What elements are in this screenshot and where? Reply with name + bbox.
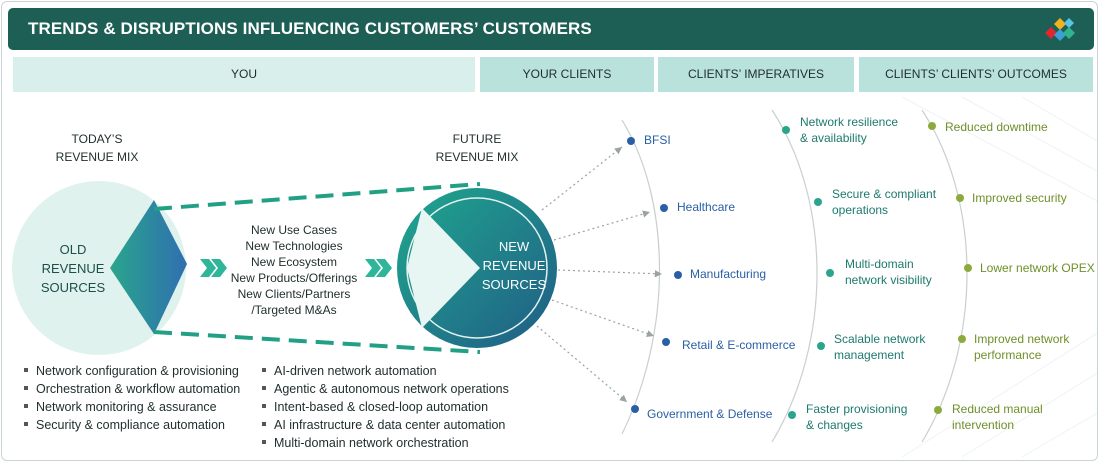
dashed-connector-bottom — [153, 330, 481, 354]
old-circle-line3: SOURCES — [40, 280, 106, 295]
column-header-clients-imperatives: CLIENTS’ IMPERATIVES — [658, 57, 854, 92]
driver-item: New Clients/Partners — [237, 287, 351, 301]
old-capabilities-list: Network configuration & provisioning Orc… — [24, 362, 240, 434]
list-item: Orchestration & workflow automation — [24, 380, 240, 398]
new-revenue-text: NEW REVENUE SOURCES — [474, 237, 554, 294]
list-item: Intent-based & closed-loop automation — [262, 398, 509, 416]
outcome-item: Improved security — [972, 191, 1067, 205]
driver-item: New Technologies — [245, 239, 343, 253]
today-label-line1: TODAY’S — [71, 132, 123, 146]
outcome-item: Reduced downtime — [945, 120, 1048, 134]
outcome-dots — [928, 122, 972, 414]
background-chevrons — [901, 96, 1097, 458]
today-label-line2: REVENUE MIX — [55, 150, 139, 164]
client-retail: Retail & E-commerce — [682, 338, 796, 352]
imperative-dots — [782, 126, 834, 419]
client-healthcare: Healthcare — [677, 200, 736, 214]
list-item: Security & compliance automation — [24, 416, 240, 434]
old-circle-line1: OLD — [59, 242, 87, 257]
new-circle-line3: SOURCES — [481, 277, 547, 292]
list-item: AI-driven network automation — [262, 362, 509, 380]
chevron-arrows-2 — [365, 259, 392, 277]
new-circle-line1: NEW — [498, 239, 530, 254]
list-item: Multi-domain network orchestration — [262, 434, 509, 452]
outcome-item: Lower network OPEX — [980, 261, 1095, 275]
clients-arc — [621, 119, 660, 435]
outcomes-arc — [921, 109, 968, 443]
list-item: AI infrastructure & data center automati… — [262, 416, 509, 434]
column-header-you: YOU — [13, 57, 475, 92]
driver-item: New Products/Offerings — [230, 271, 358, 285]
old-revenue-text: OLD REVENUE SOURCES — [28, 240, 118, 297]
dashed-connector-top — [153, 182, 481, 211]
title-bar: TRENDS & DISRUPTIONS INFLUENCING CUSTOME… — [8, 8, 1094, 50]
imperative-item: Faster provisioning& changes — [806, 402, 908, 432]
list-item: Agentic & autonomous network operations — [262, 380, 509, 398]
driver-item: New Ecosystem — [250, 255, 338, 269]
future-label: FUTURE REVENUE MIX — [422, 130, 532, 166]
driver-item: New Use Cases — [250, 223, 338, 237]
client-manufacturing: Manufacturing — [690, 267, 767, 281]
chevron-arrows-1 — [200, 259, 227, 277]
driver-item: /Targeted M&As — [251, 303, 337, 317]
client-dots — [627, 137, 682, 413]
imperatives-arc — [771, 109, 818, 443]
client-arrows — [536, 146, 663, 403]
new-capabilities-list: AI-driven network automation Agentic & a… — [262, 362, 509, 452]
new-circle-line2: REVENUE — [482, 258, 546, 273]
old-circle-line2: REVENUE — [41, 261, 105, 276]
column-header-clients-clients-outcomes: CLIENTS’ CLIENTS’ OUTCOMES — [859, 57, 1093, 92]
list-item: Network monitoring & assurance — [24, 398, 240, 416]
future-label-line2: REVENUE MIX — [435, 150, 519, 164]
client-government: Government & Defense — [647, 407, 773, 421]
new-revenue-diamond — [407, 208, 480, 328]
imperative-item: Network resilience& availability — [800, 115, 899, 145]
brand-logo-icon — [1045, 18, 1075, 41]
page-title: TRENDS & DISRUPTIONS INFLUENCING CUSTOME… — [28, 19, 592, 38]
list-item: Network configuration & provisioning — [24, 362, 240, 380]
old-revenue-diamond — [110, 200, 187, 334]
drivers-list: New Use Cases New Technologies New Ecosy… — [224, 222, 364, 318]
today-label: TODAY’S REVENUE MIX — [42, 130, 152, 166]
future-label-line1: FUTURE — [452, 132, 502, 146]
column-header-your-clients: YOUR CLIENTS — [480, 57, 654, 92]
client-bfsi: BFSI — [644, 133, 671, 147]
